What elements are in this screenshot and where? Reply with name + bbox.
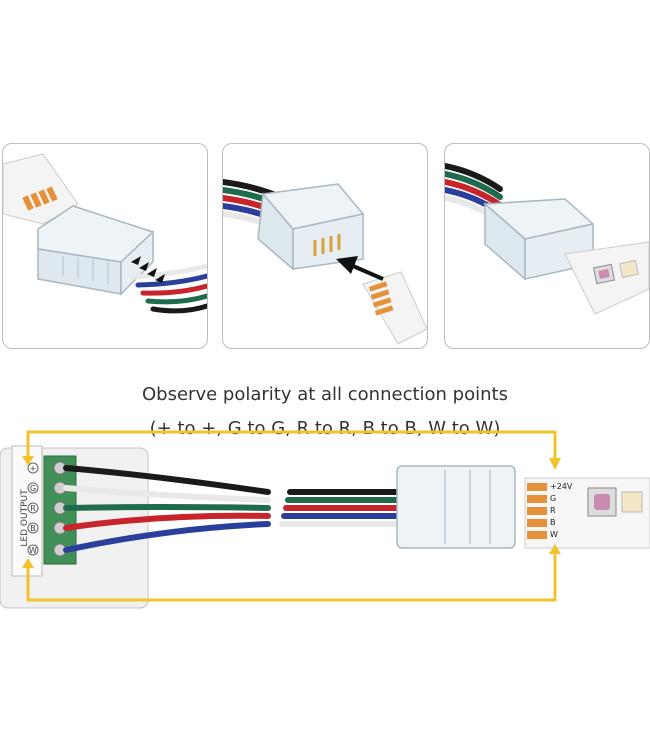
step-3-illustration (445, 163, 649, 315)
polarity-arrow-top (26, 430, 557, 460)
white-led-chip (621, 491, 643, 513)
controller-terminal-plus: + (30, 464, 37, 473)
strip-pad-b: B (550, 518, 556, 527)
step-2-illustration (223, 179, 427, 345)
step-1-panel (2, 143, 208, 349)
wiring-diagram: LED OUTPUT + G R B W (0, 430, 650, 609)
controller-terminal-g: G (30, 484, 36, 493)
strip-pad-plus: +24V (550, 482, 573, 491)
led-output-label: LED OUTPUT (20, 489, 30, 547)
step-2-panel (222, 143, 428, 349)
step-1-illustration (3, 153, 207, 314)
strip-pad-r: R (550, 506, 556, 515)
controller-terminal-r: R (30, 504, 36, 513)
polarity-arrow-bottom (26, 552, 557, 602)
step-3-panel (444, 143, 650, 349)
controller-terminal-w: W (29, 546, 37, 555)
controller-terminal-b: B (30, 524, 36, 533)
polarity-caption: Observe polarity at all connection point… (142, 384, 508, 405)
strip-connector (396, 465, 516, 549)
strip-pad-g: G (550, 494, 556, 503)
strip-pad-w: W (550, 530, 558, 539)
polarity-rule-caption: (+ to +, G to G, R to R, B to B, W to W) (149, 418, 501, 439)
